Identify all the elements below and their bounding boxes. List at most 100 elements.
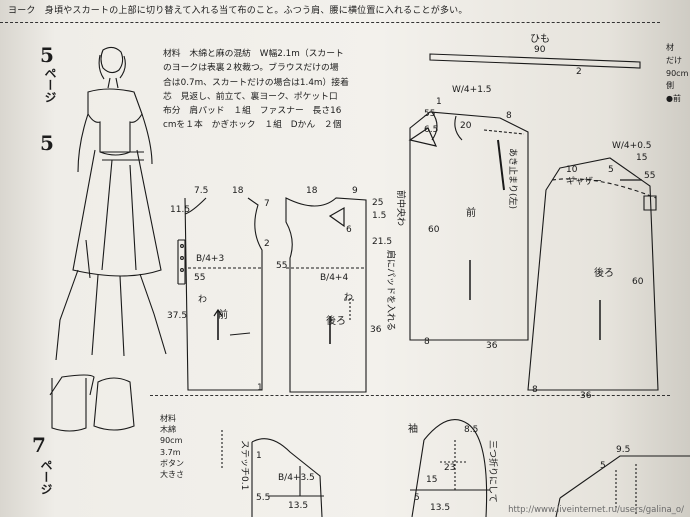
section-divider [0, 22, 660, 23]
right-line: だけ [666, 55, 682, 65]
materials-line: 芯 見返し、前立て、裏ヨーク、ポケット口 [163, 91, 338, 102]
dim-label: 60 [428, 225, 440, 235]
dim-label: 55 [644, 171, 655, 181]
materials-line: cmを１本 かぎホック １組 Dかん ２個 [163, 120, 342, 131]
right-line: 90cm [666, 68, 689, 78]
fold-label: わ [344, 292, 353, 303]
page-7-marker: 7 ページ [32, 433, 55, 517]
bodice-front-name: 前 [218, 308, 228, 321]
fashion-figure-illustration [49, 46, 167, 432]
dim-label: 8 [424, 337, 430, 347]
dim-label: 1 [436, 97, 442, 107]
dim-label: 2 [264, 239, 270, 249]
materials-line: 材料 [160, 414, 176, 423]
skirt-front-pattern [408, 111, 529, 341]
header-text: ヨーク 身頃やスカートの上部に切り替えて入れる当て布のこと。ふつう肩、腰に横位置… [8, 6, 468, 16]
opening-stop-note: あき止まり(左) [507, 148, 519, 209]
fold-label: わ [198, 294, 207, 305]
dim-label: B/4+3 [196, 254, 224, 264]
bodice-back-pattern [285, 197, 367, 393]
materials-line: 木綿 [160, 425, 176, 435]
tie-label: ひも [530, 33, 550, 45]
dim-label: 1 [257, 383, 263, 393]
dim-label: 8 [506, 111, 512, 121]
skirt-back-pattern [527, 157, 659, 391]
dim-label: 13.5 [288, 501, 308, 511]
right-line: 側 [666, 81, 674, 91]
skirt-front-name: 前 [466, 206, 476, 219]
dim-label: 55 [276, 261, 287, 271]
dim-label: 13.5 [430, 503, 450, 513]
materials-line: 大きさ [160, 469, 184, 479]
page-label: ページ [43, 67, 57, 103]
dim-label: 8.5 [464, 425, 478, 435]
sleeve-label: 袖 [408, 422, 418, 435]
dim-label: 18 [306, 186, 318, 196]
dim-label: B/4+3.5 [278, 473, 315, 483]
materials-7-text: 材料 木綿 90cm 3.7m ボタン 大きさ [160, 413, 230, 480]
right-line: ●前 [666, 94, 681, 104]
lower-bodice-pattern [221, 430, 324, 517]
dim-label: 5 [600, 461, 606, 471]
page-label: ページ [39, 459, 53, 495]
sleeve-pattern [410, 419, 490, 517]
page-number-repeat: 5 [40, 131, 54, 155]
shoulder-pad-note: 肩にパッドを入れる [385, 250, 397, 331]
center-front-note: 前中央わ [395, 190, 407, 226]
dim-label: 5 [608, 165, 614, 175]
dim-label: 20 [460, 121, 472, 131]
bodice-back-name: 後ろ [326, 314, 346, 327]
dim-label: 7.5 [194, 186, 208, 196]
dim-label: 8 [532, 385, 538, 395]
materials-line: 布分 肩パッド １組 ファスナー 長さ16 [163, 106, 342, 116]
dim-label: W/4+1.5 [452, 85, 492, 95]
dim-label: 6.5 [424, 125, 438, 135]
dim-label: 36 [580, 391, 592, 401]
materials-line: 90cm [160, 436, 183, 446]
dim-label: 11.5 [170, 205, 190, 215]
materials-text: 材料 木綿と麻の混紡 W幅2.1m（スカート のヨークは表裏２枚裁つ。ブラウスだ… [163, 47, 368, 133]
dim-label: 18 [232, 186, 244, 196]
dim-label: 60 [632, 277, 644, 287]
dim-label: 15 [426, 475, 437, 485]
sleeve-note: 三つ折りにして [487, 440, 499, 503]
materials-line: 材料 木綿と麻の混紡 W幅2.1m（スカート [163, 49, 344, 59]
dim-label: 25 [372, 198, 383, 208]
dim-label: 55 [194, 273, 205, 283]
dim-label: 21.5 [372, 237, 392, 247]
dim-label: W/4+0.5 [612, 141, 652, 151]
dim-label: B/4+4 [320, 273, 348, 283]
dim-label: 15 [636, 153, 647, 163]
dim-label: 6 [346, 225, 352, 235]
lower-right-pattern [555, 455, 690, 517]
page-number: 7 [32, 433, 46, 457]
page-number: 5 [40, 43, 54, 67]
dim-label: 9.5 [616, 445, 630, 455]
dim-label: 5.5 [256, 493, 270, 503]
dim-label: 7 [264, 199, 270, 209]
materials-line: 3.7m [160, 447, 181, 457]
materials-line: のヨークは表裏２枚裁つ。ブラウスだけの場 [163, 63, 339, 74]
right-line: 材 [666, 43, 674, 52]
dim-label: 10 [566, 165, 578, 175]
dim-label: 55 [424, 109, 435, 119]
bodice-front-pattern [177, 197, 263, 391]
tie-pattern [429, 53, 641, 69]
tie-width: 2 [576, 67, 582, 77]
dim-label: 23 [444, 463, 455, 473]
dim-label: 1.5 [372, 211, 386, 221]
dim-label: 9 [352, 186, 358, 196]
skirt-back-name: 後ろ [594, 266, 614, 279]
header-strip: ヨーク 身頃やスカートの上部に切り替えて入れる当て布のこと。ふつう肩、腰に横位置… [0, 0, 690, 22]
dim-label: 36 [486, 341, 498, 351]
stitch-note: ステッチ0.1 [239, 440, 250, 490]
dim-label: 1 [256, 451, 262, 461]
right-column-text: 材 だけ 90cm 側 ●前 [666, 42, 690, 106]
gather-note: ギャザー [566, 176, 602, 187]
page-5-marker: 5 ページ 5 [40, 43, 57, 155]
watermark-url: http://www.liveinternet.ru/users/galina_… [508, 505, 684, 515]
materials-line: ボタン [160, 458, 184, 468]
materials-line: 合は0.7m、スカートだけの場合は1.4m）接着 [163, 77, 349, 88]
